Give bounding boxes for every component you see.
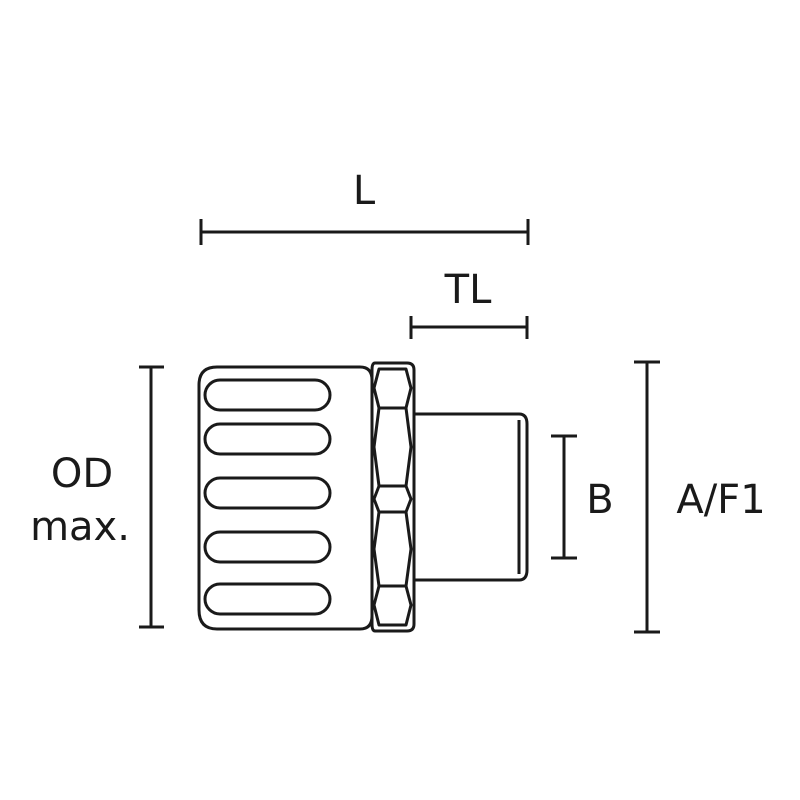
outer-diameter-dimension: OD max. (30, 365, 164, 629)
length-dimension: L (199, 168, 530, 245)
grip-rib (203, 422, 332, 456)
across-flats-dimension: A/F1 (634, 360, 766, 634)
thread-length-label: TL (444, 267, 492, 313)
across-flats-label: A/F1 (676, 477, 765, 523)
bore-label: B (586, 477, 613, 523)
thread-length-dimension: TL (409, 267, 529, 339)
threaded-spigot (412, 412, 529, 582)
grip-rib (203, 582, 332, 616)
grip-rib (203, 378, 332, 412)
outer-diameter-label-line2: max. (30, 504, 130, 550)
hex-nut (370, 361, 416, 633)
length-label: L (353, 168, 376, 214)
grip-rib (203, 476, 332, 510)
knurled-cap (197, 365, 374, 631)
outer-diameter-label-line1: OD (51, 451, 113, 497)
bore-dimension: B (551, 434, 614, 560)
grip-rib (203, 530, 332, 564)
